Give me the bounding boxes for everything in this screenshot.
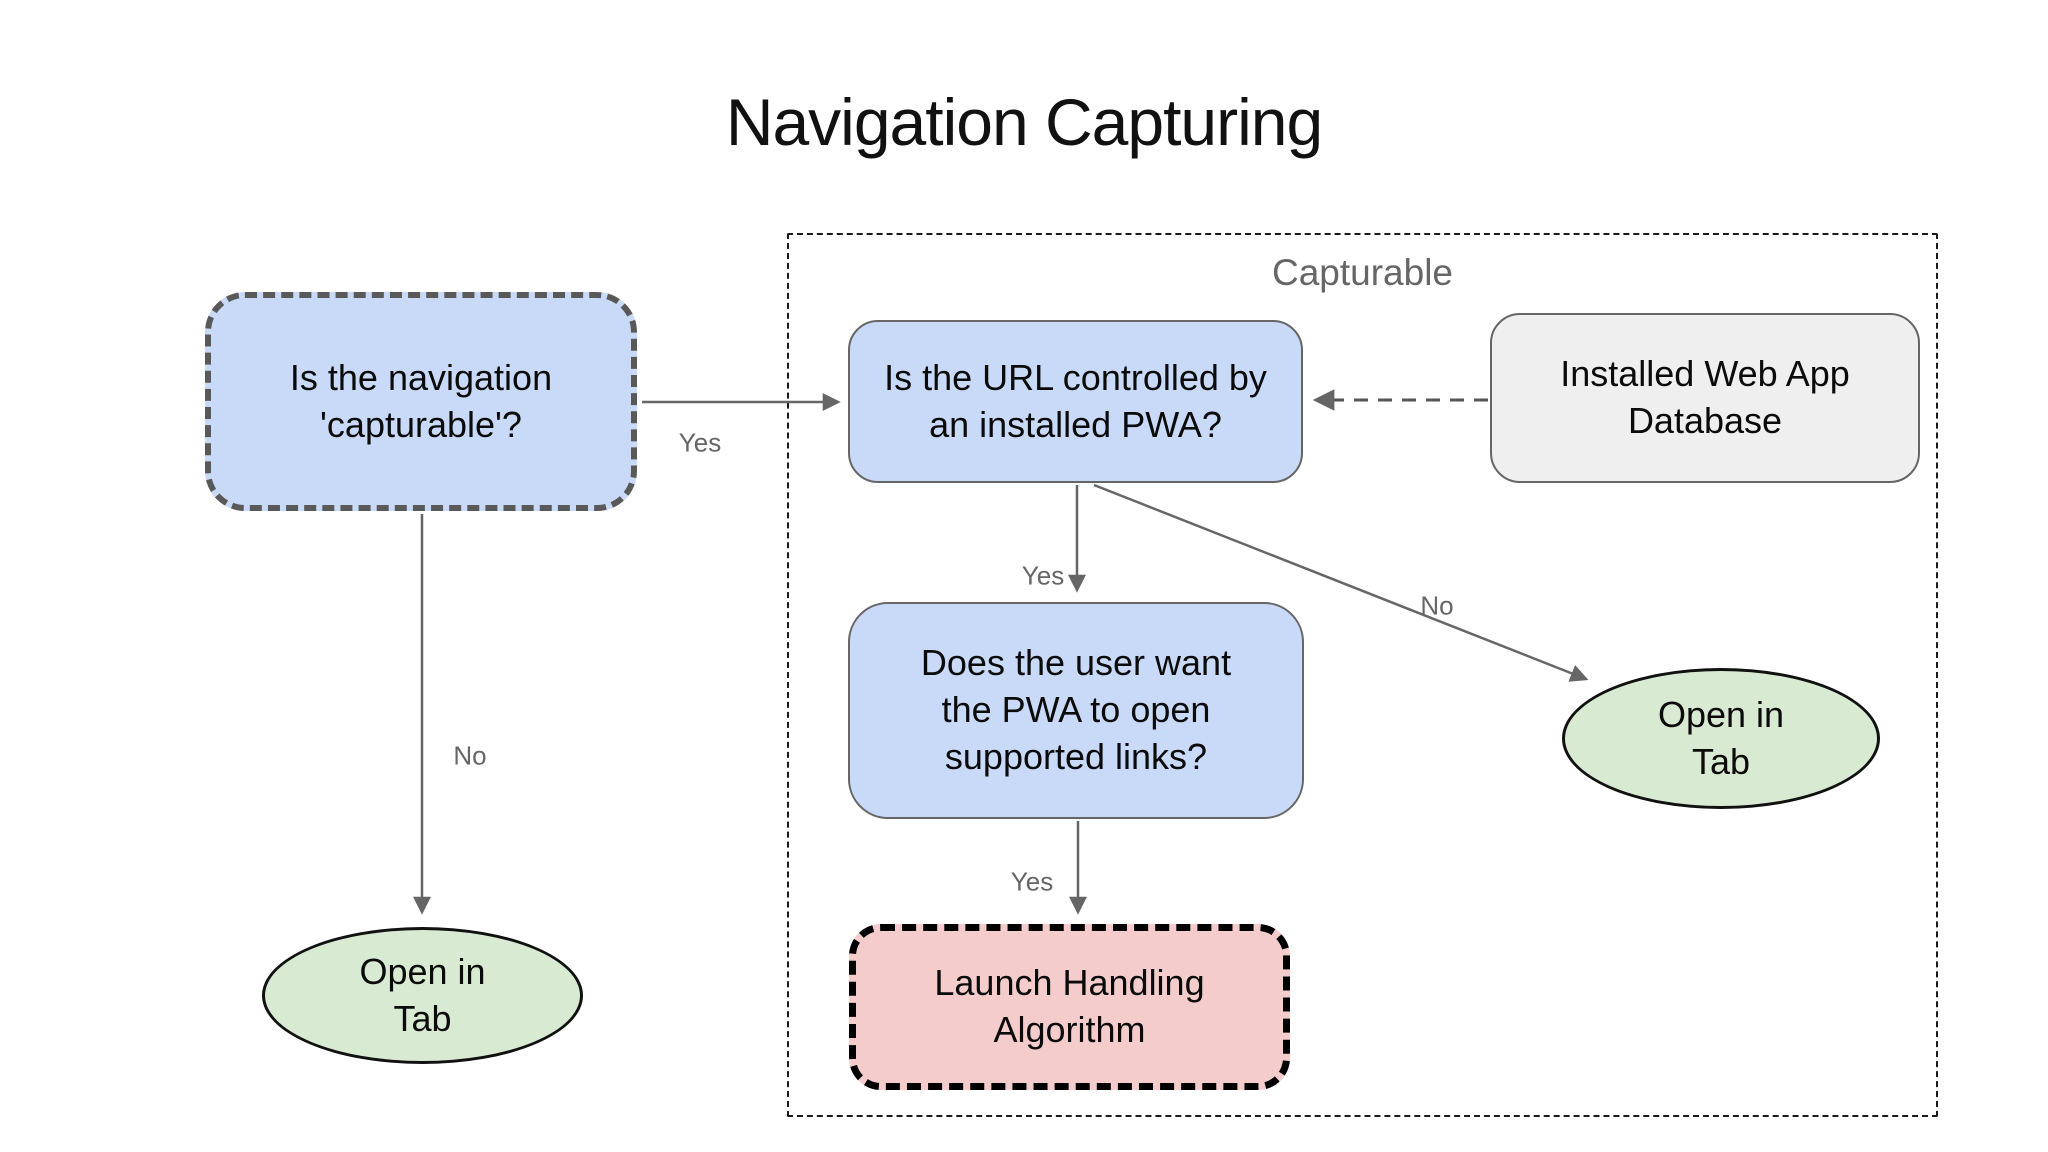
node-is-navigation-capturable-label: Is the navigation 'capturable'? xyxy=(289,356,553,445)
node-launch-handling-algorithm: Launch Handling Algorithm xyxy=(849,924,1290,1090)
node-launch-handling-algorithm-label: Launch Handling Algorithm xyxy=(934,962,1205,1050)
node-is-navigation-capturable: Is the navigation 'capturable'? xyxy=(205,292,637,511)
node-url-controlled-by-pwa: Is the URL controlled by an installed PW… xyxy=(848,320,1303,483)
node-installed-web-app-database-label: Installed Web App Database xyxy=(1560,353,1850,441)
edge-label-url-no: No xyxy=(1420,590,1454,621)
node-open-in-tab-left: Open in Tab xyxy=(262,927,583,1064)
diagram-title: Navigation Capturing xyxy=(725,85,1323,159)
capturable-group-box xyxy=(787,233,1938,1117)
capturable-group-label: Capturable xyxy=(1271,252,1453,293)
edge-label-url-yes: Yes xyxy=(1021,560,1065,591)
edge-label-capturable-yes: Yes xyxy=(678,427,722,458)
node-user-want-supported-links: Does the user want the PWA to open suppo… xyxy=(848,602,1304,819)
node-user-want-supported-links-label: Does the user want the PWA to open suppo… xyxy=(920,642,1232,777)
node-open-in-tab-left-label: Open in Tab xyxy=(359,950,486,1039)
edge-label-user-want-yes: Yes xyxy=(1010,866,1054,897)
node-url-controlled-by-pwa-label: Is the URL controlled by an installed PW… xyxy=(884,356,1267,445)
node-installed-web-app-database: Installed Web App Database xyxy=(1490,313,1920,483)
edge-label-capturable-no: No xyxy=(453,740,487,771)
node-open-in-tab-right-label: Open in Tab xyxy=(1657,693,1785,782)
node-open-in-tab-right: Open in Tab xyxy=(1562,668,1880,809)
